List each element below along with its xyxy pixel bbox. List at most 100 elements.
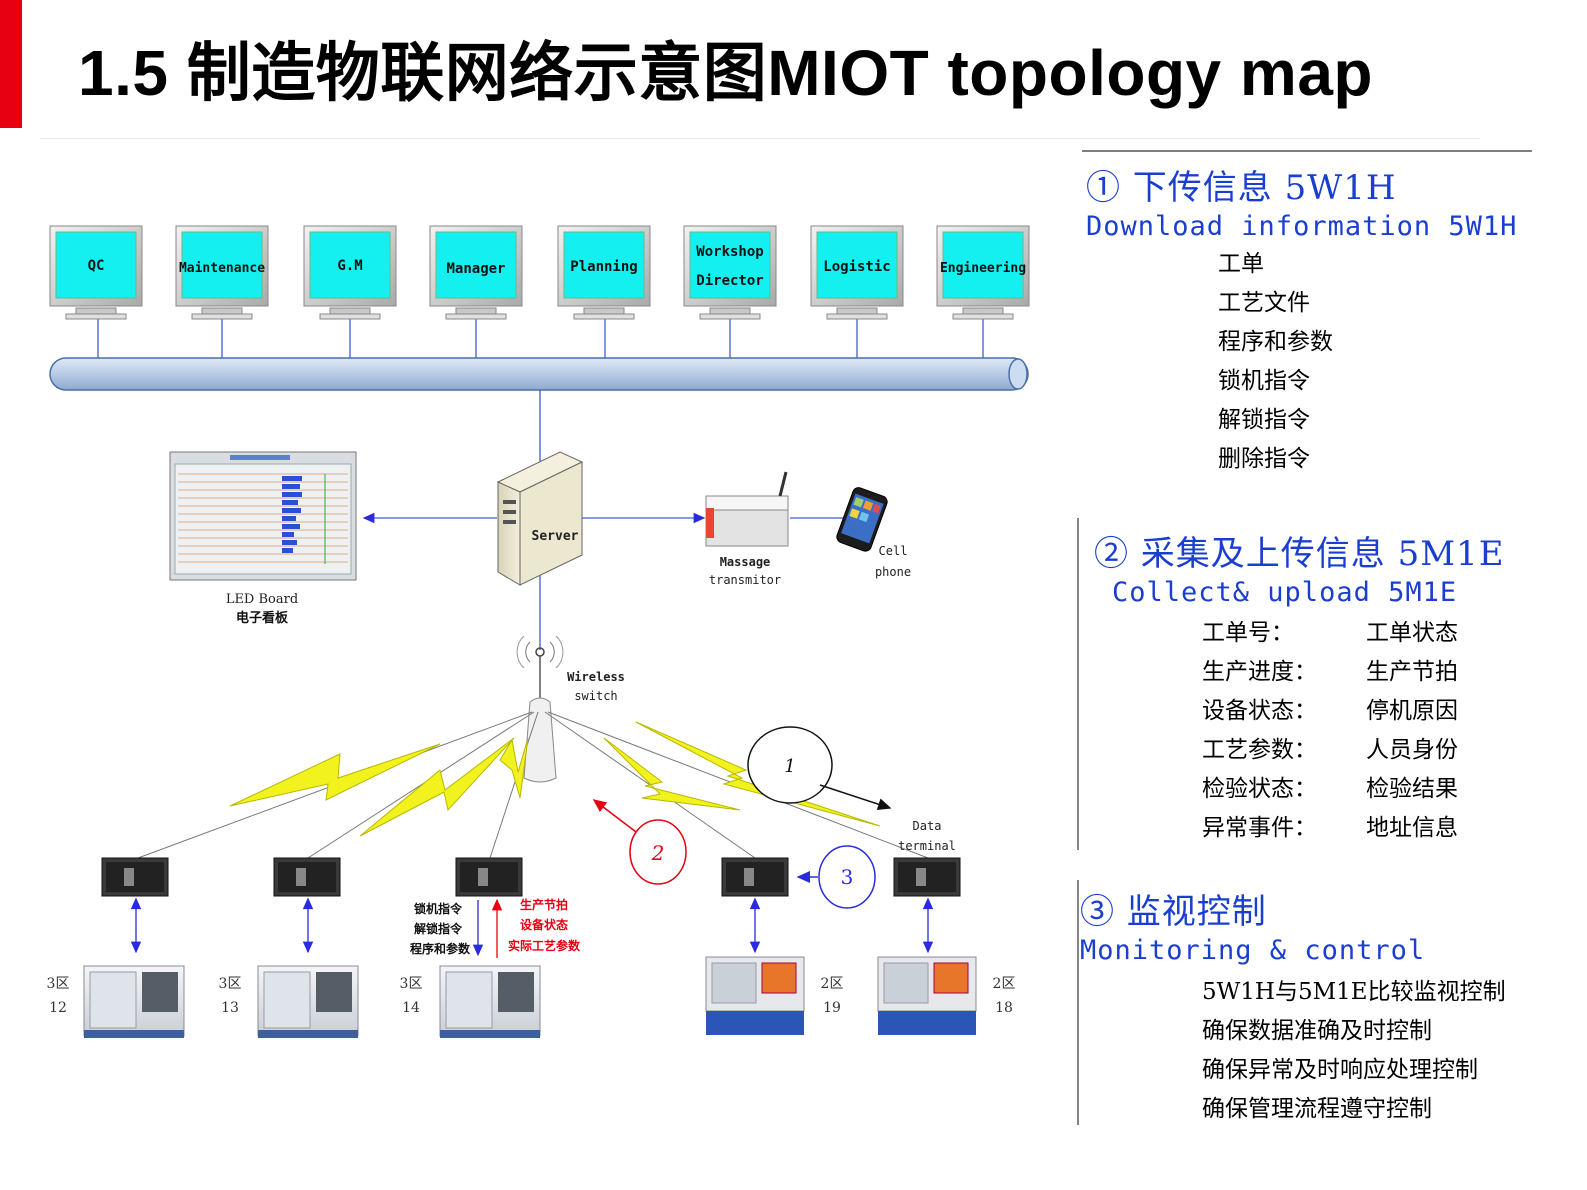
callout-1-arrow bbox=[819, 784, 892, 810]
data-terminal-label-1: Data bbox=[913, 819, 942, 833]
machine14-note-program: 程序和参数 bbox=[410, 941, 471, 956]
led-board-label-cn: 电子看板 bbox=[236, 610, 289, 626]
monitor-label-gm: G.M bbox=[337, 258, 362, 274]
monitor-label-logistic: Logistic bbox=[823, 259, 890, 275]
led-board-label-en: LED Board bbox=[226, 592, 298, 607]
page-title: 1.5 制造物联网络示意图MIOT topology map bbox=[78, 37, 1374, 109]
panel-collect: ② 采集及上传信息 5M1E Collect& upload 5M1E bbox=[1094, 526, 1505, 608]
panel2-heading-cn: ② 采集及上传信息 5M1E bbox=[1094, 534, 1505, 574]
panel2-row-value: 停机原因 bbox=[1366, 698, 1458, 724]
machine14-note-status: 设备状态 bbox=[520, 917, 568, 932]
machine14-note-takt: 生产节拍 bbox=[520, 897, 568, 912]
machine-14-id: 14 bbox=[402, 1000, 420, 1016]
machine-13-zone: 3区 bbox=[219, 976, 242, 992]
panel1-item: 删除指令 bbox=[1218, 446, 1310, 472]
panel2-row-key: 异常事件： bbox=[1202, 815, 1317, 841]
network-bus bbox=[49, 357, 1029, 391]
panel2-heading-en: Collect& upload 5M1E bbox=[1112, 577, 1458, 608]
monitor-planning bbox=[557, 225, 651, 320]
machine14-note-params: 实际工艺参数 bbox=[508, 938, 581, 953]
machine-14 bbox=[439, 965, 541, 1038]
panel-monitor-control: ③ 监视控制 Monitoring & control bbox=[1080, 884, 1425, 966]
monitor-drop-lines bbox=[97, 312, 984, 360]
lightning-bolts bbox=[229, 721, 881, 837]
wireless-switch-icon bbox=[516, 635, 564, 783]
panel2-row-value: 地址信息 bbox=[1366, 815, 1458, 841]
monitor-manager bbox=[429, 225, 523, 320]
panel3-item: 确保异常及时响应处理控制 bbox=[1202, 1057, 1478, 1083]
panel1-item: 工艺文件 bbox=[1218, 290, 1310, 316]
cell-phone-label-2: phone bbox=[875, 565, 911, 579]
panel-download: ① 下传信息 5W1H Download information 5W1H bbox=[1086, 160, 1517, 242]
panel1-item: 解锁指令 bbox=[1218, 407, 1310, 433]
callout-3-circle bbox=[818, 845, 876, 909]
machine14-note-unlock: 解锁指令 bbox=[414, 921, 463, 936]
callout-3-label: 3 bbox=[841, 865, 854, 889]
data-terminal-label-2: terminal bbox=[898, 839, 956, 853]
led-board bbox=[169, 451, 357, 581]
monitor-maintenance bbox=[175, 225, 269, 320]
panel2-row-value: 生产节拍 bbox=[1366, 659, 1458, 685]
monitor-label-manager: Manager bbox=[446, 261, 505, 277]
monitor-engineering bbox=[936, 225, 1030, 320]
cell-phone-icon bbox=[836, 487, 888, 552]
server-icon bbox=[496, 451, 584, 586]
panel2-row-key: 生产进度： bbox=[1202, 659, 1317, 685]
machine-13 bbox=[257, 965, 359, 1038]
monitor-gm bbox=[303, 225, 397, 320]
machine-18-id: 18 bbox=[995, 1000, 1013, 1016]
cell-phone-label-1: Cell bbox=[879, 544, 908, 558]
machine-18 bbox=[877, 956, 977, 1035]
panel2-row-value: 人员身份 bbox=[1366, 737, 1458, 763]
monitor-label-engineering: Engineering bbox=[940, 261, 1026, 276]
server-label: Server bbox=[532, 529, 579, 544]
callout-1-label: 1 bbox=[784, 756, 795, 777]
wireless-switch-label-1: Wireless bbox=[567, 670, 625, 684]
monitor-label-maintenance: Maintenance bbox=[179, 261, 265, 276]
machine-13-id: 13 bbox=[221, 1000, 239, 1016]
machine-19 bbox=[705, 956, 805, 1035]
panel3-heading-cn: ③ 监视控制 bbox=[1080, 892, 1267, 932]
panel2-row-key: 设备状态： bbox=[1202, 698, 1317, 724]
panel3-item: 5W1H与5M1E比较监视控制 bbox=[1202, 979, 1506, 1005]
panel1-item: 程序和参数 bbox=[1218, 329, 1333, 355]
machine-12-zone: 3区 bbox=[47, 976, 70, 992]
callout-2-arrow bbox=[592, 799, 637, 833]
callout-2-circle bbox=[629, 819, 687, 885]
callout-2-label: 2 bbox=[651, 841, 665, 865]
machine-19-zone: 2区 bbox=[821, 976, 844, 992]
panel2-row-key: 检验状态： bbox=[1202, 776, 1317, 802]
machine-18-zone: 2区 bbox=[993, 976, 1016, 992]
panel3-item: 确保数据准确及时控制 bbox=[1202, 1018, 1432, 1044]
machine14-note-lock: 锁机指令 bbox=[414, 901, 463, 916]
monitor-logistic bbox=[810, 225, 904, 320]
monitor-label-workshop: Workshop bbox=[696, 244, 763, 260]
panel1-heading-cn: ① 下传信息 5W1H bbox=[1086, 168, 1397, 208]
monitor-label-planning: Planning bbox=[570, 259, 637, 275]
transmitter-label-1: Massage bbox=[720, 555, 771, 569]
terminal-machine-links bbox=[130, 897, 934, 957]
wireless-switch-label-2: switch bbox=[574, 689, 617, 703]
panel3-item: 确保管理流程遵守控制 bbox=[1202, 1096, 1432, 1122]
monitor-label-director: Director bbox=[696, 273, 763, 289]
title-accent-bar bbox=[0, 0, 22, 128]
panel2-row-key: 工艺参数： bbox=[1202, 737, 1317, 763]
title-divider bbox=[40, 138, 1480, 139]
panel3-heading-en: Monitoring & control bbox=[1080, 935, 1426, 966]
panel1-item: 锁机指令 bbox=[1218, 368, 1310, 394]
monitor-workshop-director bbox=[683, 225, 777, 320]
panel2-row-value: 工单状态 bbox=[1366, 620, 1458, 646]
machine-12-id: 12 bbox=[49, 1000, 67, 1016]
machine-12 bbox=[83, 965, 185, 1038]
monitor-qc bbox=[49, 225, 143, 320]
panel2-row-key: 工单号： bbox=[1202, 620, 1294, 646]
transmitter-label-2: transmitor bbox=[709, 573, 781, 587]
machine-14-zone: 3区 bbox=[400, 976, 423, 992]
data-terminals bbox=[101, 857, 961, 897]
message-transmitter-icon bbox=[705, 471, 789, 547]
panel1-item: 工单 bbox=[1218, 251, 1264, 277]
monitor-label-qc: QC bbox=[88, 258, 105, 274]
machine-19-id: 19 bbox=[823, 1000, 841, 1016]
panel2-row-value: 检验结果 bbox=[1366, 776, 1458, 802]
